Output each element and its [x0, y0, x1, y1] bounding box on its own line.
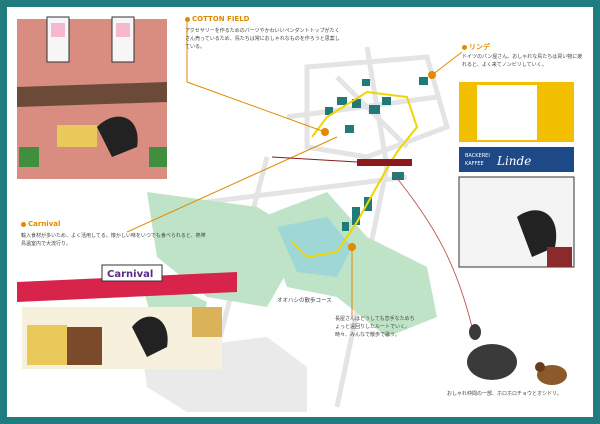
carnival-illustration: [17, 264, 237, 369]
shop-marker: [357, 159, 412, 166]
linde-description: ドイツのパン屋さん。おしゃれな鳥たちは買い物に疲れると、よく来てノンビリしていく…: [462, 54, 583, 68]
spot-dot-icon: [21, 221, 26, 227]
cotton-field-title: COTTON FIELD: [192, 15, 250, 23]
map-canvas: BACKEREI KAFFEE Linde Carnival: [17, 16, 575, 412]
carnival-sign: Carnival: [107, 269, 153, 280]
leader-lines: [126, 22, 463, 317]
cotton-field-illustration: [17, 16, 167, 179]
spot-dot-icon: [185, 16, 190, 22]
walk-route: [291, 90, 419, 259]
friends-path: [391, 171, 473, 328]
spot-dot-icon: [462, 44, 467, 50]
map-page: BACKEREI KAFFEE Linde Carnival COTTON FI…: [7, 7, 593, 417]
guinea-fowl-and-mandarin-duck: [467, 324, 567, 385]
carnival-title-wrap: Carnival: [21, 220, 60, 228]
linde-title-wrap: リンデ: [462, 42, 490, 52]
linde-illustration: [458, 82, 575, 268]
friends-note: おしゃれ仲間の一部、ホロホロチョウとオシドリ。: [447, 391, 562, 397]
linde-sign-line2: KAFFEE: [465, 161, 484, 167]
pond: [277, 217, 352, 277]
cotton-field-title-wrap: COTTON FIELD: [185, 15, 249, 23]
walk-course-label: オオハシの散歩コース: [277, 298, 332, 304]
route-note: 長屋さんはどうしても恋手なためちょっと遠回りしたルートでいく。時々、みんなで散歩…: [335, 316, 415, 338]
cotton-field-description: アクセサリーを作るためのパーツやかわいいペンダントトップがたくさん売っているため…: [185, 28, 340, 50]
route-link: [271, 156, 358, 163]
buildings: [325, 77, 428, 231]
carnival-description: 輸入食材が多いため、よく活用してる。懐かしい味をいつでも食べられると、熱帯鳥温室…: [21, 233, 206, 247]
carnival-title: Carnival: [28, 220, 61, 228]
linde-sign-line1: BACKEREI: [465, 153, 490, 159]
linde-title: リンデ: [469, 43, 490, 51]
linde-sign-name: Linde: [496, 154, 531, 168]
